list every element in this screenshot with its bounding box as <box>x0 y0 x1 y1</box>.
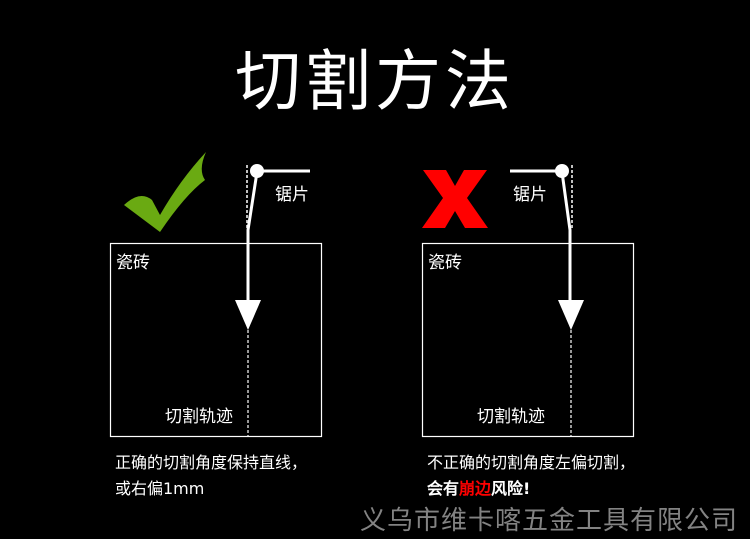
blade-label: 锯片 <box>275 185 309 205</box>
blade-line <box>246 171 259 305</box>
track-label: 切割轨迹 <box>165 407 233 427</box>
caption-correct-line2: 或右偏1mm <box>115 479 205 498</box>
down-arrow-icon <box>235 300 261 330</box>
blade-label: 锯片 <box>513 185 547 205</box>
caption-correct-line1: 正确的切割角度保持直线， <box>115 453 308 472</box>
down-arrow-icon <box>558 300 584 330</box>
tile-label: 瓷砖 <box>428 253 462 273</box>
caption-text: 风险! <box>491 479 531 498</box>
checkmark-icon <box>124 152 206 232</box>
page-title: 切割方法 <box>235 43 515 120</box>
blade-pivot <box>555 164 569 178</box>
caption-text: 会有 <box>427 479 460 498</box>
watermark: 义乌市维卡喀五金工具有限公司 <box>360 506 739 536</box>
blade-pivot <box>250 164 264 178</box>
tile-box-correct <box>109 242 323 438</box>
x-mark-icon <box>422 170 488 228</box>
caption-incorrect-line1: 不正确的切割角度左偏切割， <box>427 453 636 472</box>
track-label: 切割轨迹 <box>477 407 545 427</box>
tile-box-incorrect <box>421 242 635 438</box>
blade-line <box>560 171 572 305</box>
caption-incorrect-line2: 会有崩边风险! <box>427 476 530 502</box>
tile-label: 瓷砖 <box>116 253 150 273</box>
warning-text: 崩边 <box>459 479 492 498</box>
